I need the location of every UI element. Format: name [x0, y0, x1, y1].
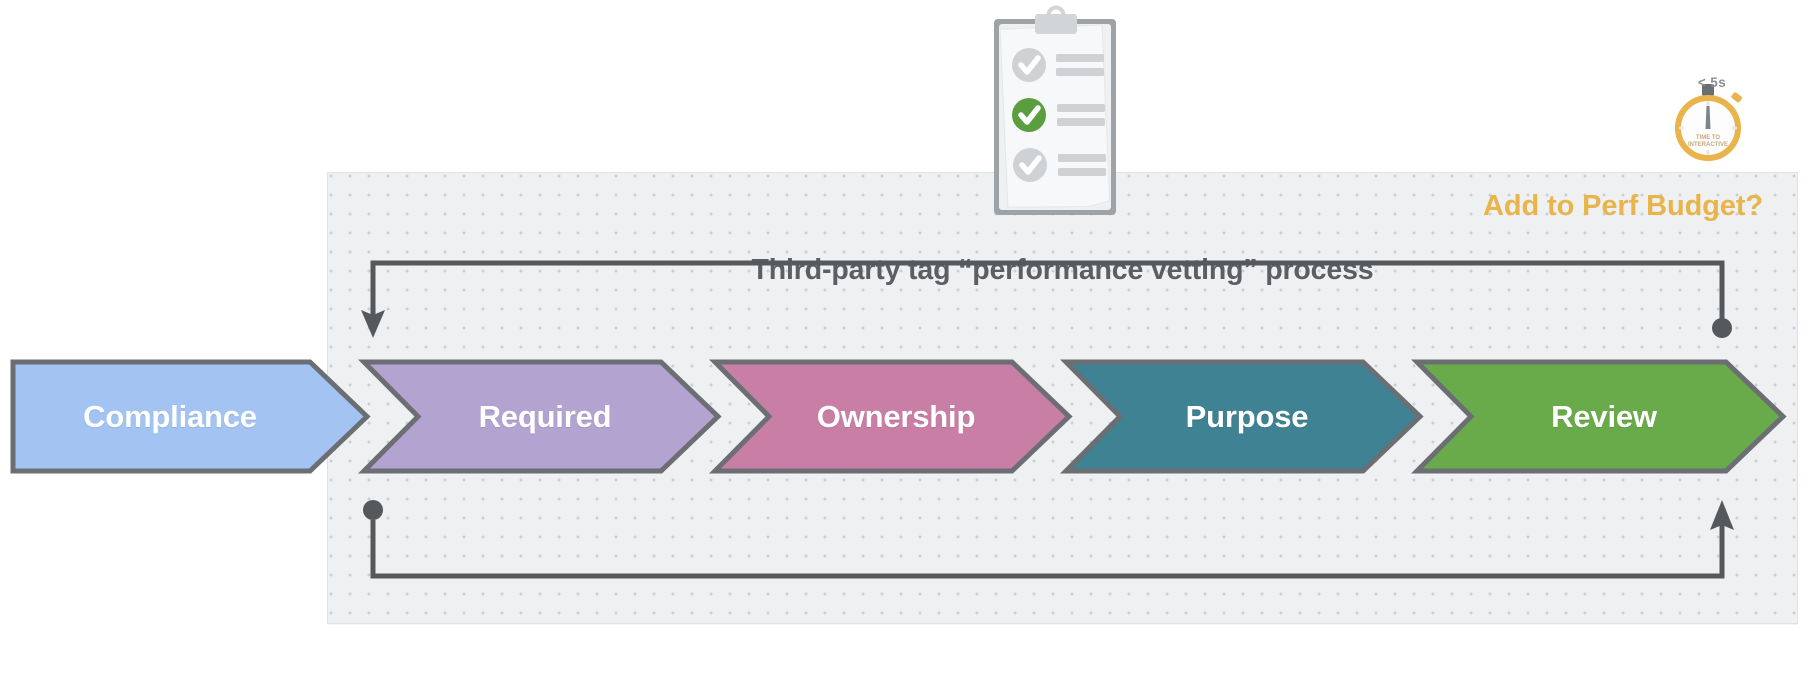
- stopwatch-threshold-label: < 5s: [1697, 75, 1727, 90]
- stage-chevron-ownership[interactable]: Ownership: [709, 359, 1073, 474]
- stopwatch-icon: TIME TO INTERACTIVE: [1662, 72, 1754, 164]
- stage-chevron-review[interactable]: Review: [1411, 359, 1787, 474]
- checklist-row-2: [1012, 98, 1105, 132]
- stopwatch-dial-line2: INTERACTIVE: [1688, 142, 1728, 148]
- perf-budget-heading: Add to Perf Budget?: [1482, 190, 1763, 222]
- checklist-row-3: [1013, 148, 1106, 182]
- stage-chevron-required[interactable]: Required: [358, 359, 722, 474]
- checklist-row-1: [1012, 48, 1104, 82]
- stage-chevron-purpose[interactable]: Purpose: [1060, 359, 1424, 474]
- stopwatch-dial-line1: TIME TO: [1696, 135, 1721, 141]
- process-stage-row: Compliance Required Ownership Purpose Re…: [0, 359, 1810, 474]
- page-title: Third-party tag “performance vetting” pr…: [751, 254, 1374, 286]
- checklist-clipboard-icon: [985, 5, 1125, 223]
- stage-chevron-compliance[interactable]: Compliance: [10, 359, 371, 474]
